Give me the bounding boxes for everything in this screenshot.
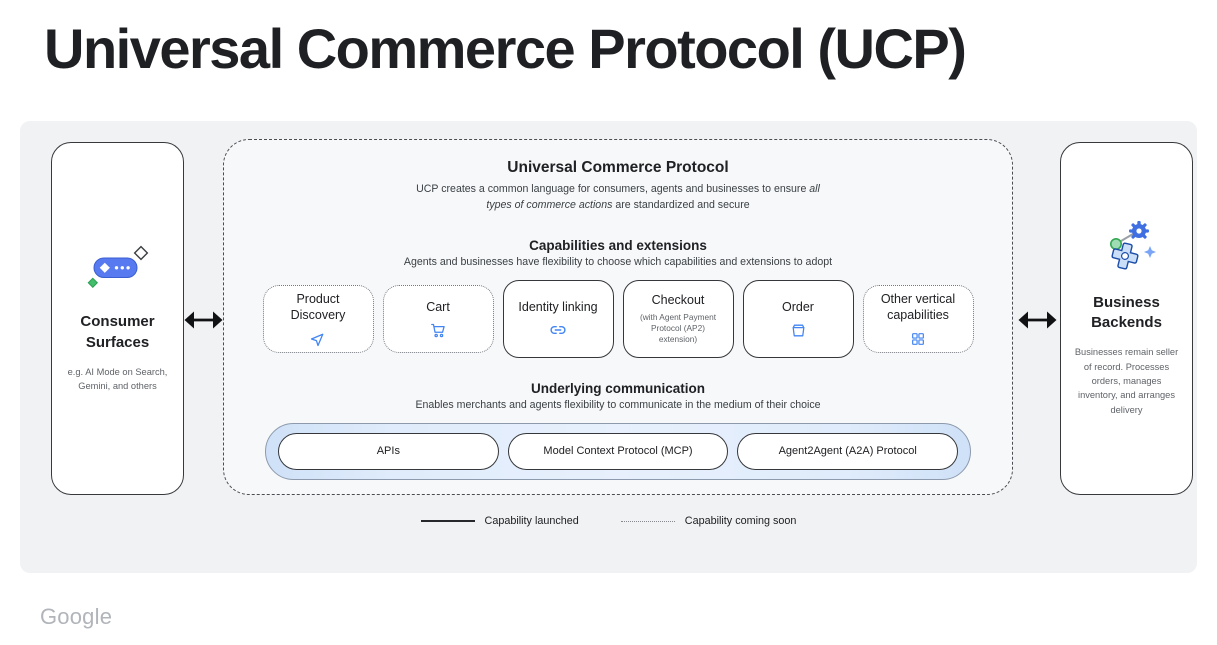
- send-icon: [310, 330, 327, 347]
- pill-a2a: Agent2Agent (A2A) Protocol: [737, 432, 959, 470]
- capability-checkout: Checkout (with Agent Payment Protocol (A…: [622, 279, 734, 358]
- capability-identity-linking: Identity linking: [502, 279, 614, 358]
- capability-product-discovery: Product Discovery: [262, 284, 374, 353]
- link-icon: [549, 322, 567, 339]
- gears-icon: [1094, 220, 1160, 277]
- pill-apis: APIs: [278, 432, 499, 470]
- bidirectional-arrow-icon: [182, 307, 225, 333]
- consumer-surfaces-box: Consumer Surfaces e.g. AI Mode on Search…: [51, 142, 184, 495]
- business-backends-subtitle: Businesses remain seller of record. Proc…: [1074, 347, 1179, 415]
- pill-mcp: Model Context Protocol (MCP): [507, 432, 729, 470]
- capabilities-section-subtitle: Agents and businesses have flexibility t…: [403, 255, 833, 268]
- checkout-sublabel: (with Agent Payment Protocol (AP2) exten…: [639, 311, 717, 345]
- capability-order: Order: [742, 279, 854, 358]
- consumer-surfaces-title: Consumer Surfaces: [80, 313, 155, 351]
- ucp-panel-subtitle: UCP creates a common language for consum…: [416, 183, 820, 212]
- communication-section-subtitle: Enables merchants and agents flexibility…: [415, 398, 821, 411]
- ucp-panel-title: Universal Commerce Protocol: [507, 159, 729, 176]
- business-backends-title: Business Backends: [1091, 293, 1162, 331]
- cart-icon: [430, 322, 447, 339]
- solid-line-icon: [420, 520, 475, 522]
- communication-section-title: Underlying communication: [530, 380, 706, 396]
- diagram-container: Consumer Surfaces e.g. AI Mode on Search…: [20, 121, 1197, 573]
- capabilities-row: Product Discovery Cart Identity linking: [262, 279, 974, 358]
- dotted-line-icon: [620, 520, 675, 522]
- legend: Capability launched Capability coming so…: [20, 515, 1197, 527]
- capability-cart: Cart: [382, 284, 494, 353]
- capability-other-vertical: Other vertical capabilities: [862, 284, 974, 353]
- order-box-icon: [790, 322, 807, 339]
- grid-icon: [910, 331, 926, 347]
- legend-launched: Capability launched: [420, 515, 579, 527]
- ucp-panel: Universal Commerce Protocol UCP creates …: [223, 139, 1013, 495]
- ai-chat-pill-icon: [85, 243, 151, 296]
- capabilities-section-title: Capabilities and extensions: [529, 237, 707, 253]
- bidirectional-arrow-icon: [1016, 307, 1059, 333]
- legend-coming-soon: Capability coming soon: [620, 515, 796, 527]
- subtitle-italic-phrase: all types of commerce actions: [486, 183, 820, 212]
- communication-pill-bar: APIs Model Context Protocol (MCP) Agent2…: [265, 422, 971, 480]
- page-title: Universal Commerce Protocol (UCP): [44, 17, 967, 80]
- business-backends-box: Business Backends Businesses remain sell…: [1060, 142, 1193, 495]
- google-logo: Google: [40, 604, 113, 629]
- consumer-surfaces-subtitle: e.g. AI Mode on Search, Gemini, and othe…: [67, 366, 168, 392]
